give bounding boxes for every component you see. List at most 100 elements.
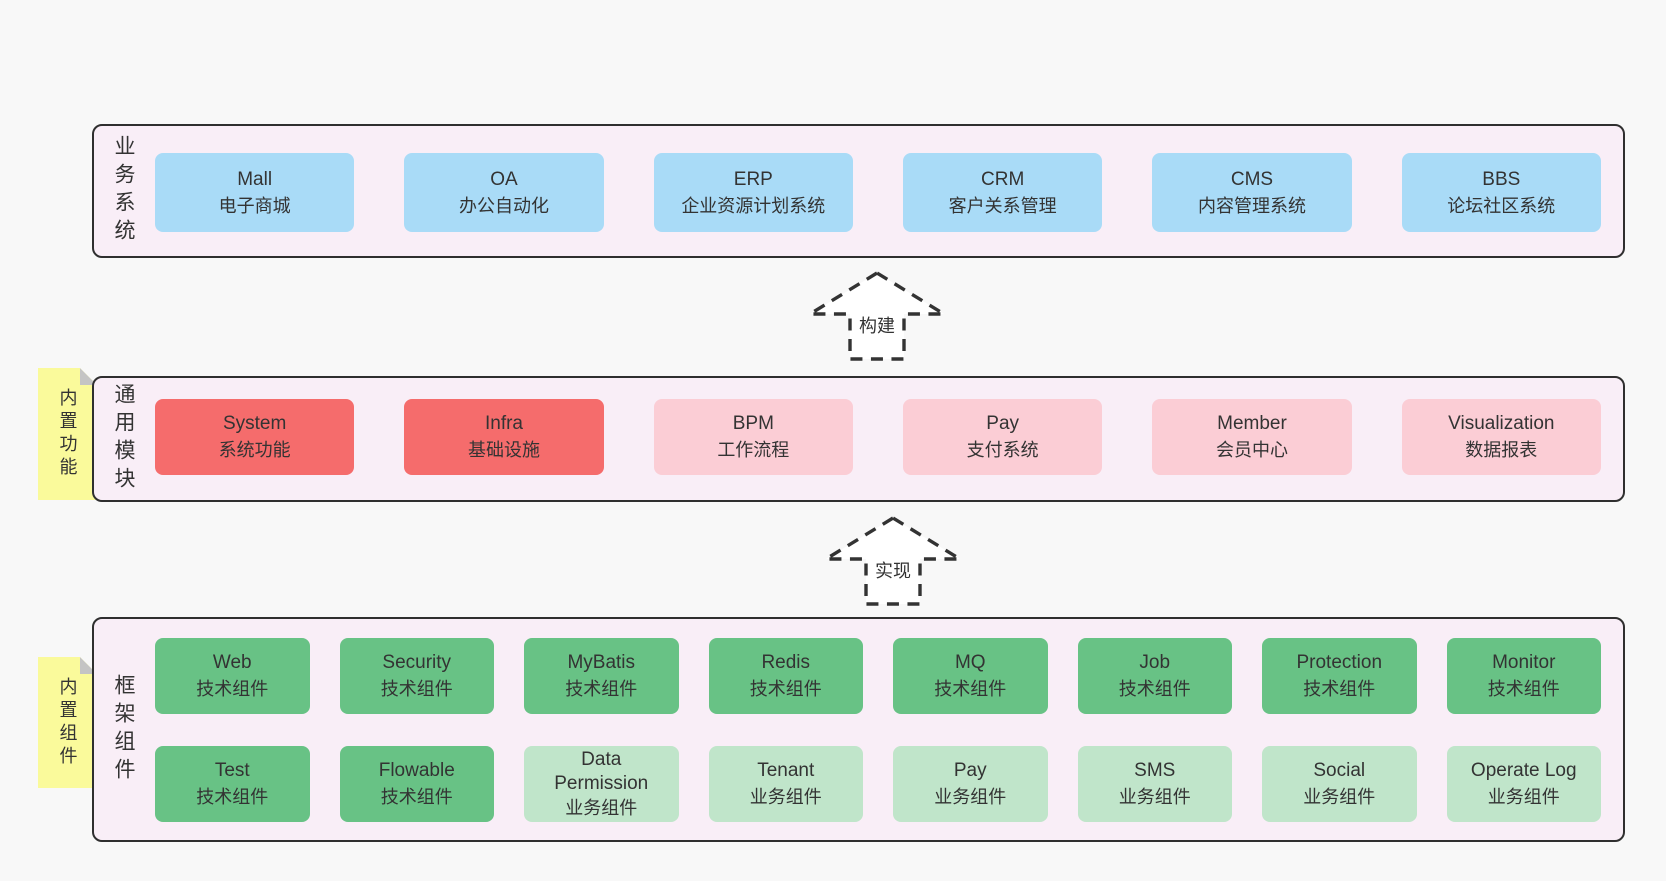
box-title: Pay xyxy=(986,413,1020,434)
panel-business-systems: 业务系统 Mall 电子商城 OA 办公自动化 ERP 企业资源计划系统 CRM… xyxy=(92,124,1625,258)
box-title: Social xyxy=(1313,760,1366,781)
box-subtitle: 电子商城 xyxy=(218,195,291,216)
box-title: SMS xyxy=(1134,760,1176,781)
box-title: OA xyxy=(490,168,518,190)
panel-vertical-label: 业务系统 xyxy=(112,135,135,247)
box-subtitle: 客户关系管理 xyxy=(948,195,1057,216)
box-redis: Redis 技术组件 xyxy=(708,638,863,714)
box-subtitle: 业务组件 xyxy=(1118,787,1191,807)
modules-box-row: System 系统功能 Infra 基础设施 BPM 工作流程 Pay 支付系统… xyxy=(155,399,1601,475)
box-mall: Mall 电子商城 xyxy=(155,153,355,232)
box-protection: Protection 技术组件 xyxy=(1262,638,1417,714)
box-subtitle: 技术组件 xyxy=(749,679,822,699)
box-subtitle: 办公自动化 xyxy=(458,195,549,216)
box-sms: SMS 业务组件 xyxy=(1077,746,1232,822)
box-subtitle: 技术组件 xyxy=(196,679,269,699)
box-bbs: BBS 论坛社区系统 xyxy=(1401,153,1601,232)
box-subtitle: 技术组件 xyxy=(1118,679,1191,699)
box-data-permission: Data Permission 业务组件 xyxy=(524,746,679,822)
box-operate-log: Operate Log 业务组件 xyxy=(1446,746,1601,822)
arrow-label-implement: 实现 xyxy=(875,561,911,581)
box-subtitle: 系统功能 xyxy=(218,440,291,460)
box-mq: MQ 技术组件 xyxy=(893,638,1048,714)
box-title: Monitor xyxy=(1492,652,1556,673)
box-oa: OA 办公自动化 xyxy=(404,153,604,232)
box-title: Security xyxy=(382,652,452,673)
sticky-tag-label: 内置功能 xyxy=(57,388,78,480)
sticky-tag-built-in-features: 内置功能 xyxy=(38,368,97,500)
box-subtitle: 论坛社区系统 xyxy=(1447,195,1556,216)
box-title: Web xyxy=(212,652,252,673)
box-title: System xyxy=(222,413,287,434)
panel-common-modules: 通用模块 System 系统功能 Infra 基础设施 BPM 工作流程 Pay… xyxy=(92,376,1625,502)
box-title: CMS xyxy=(1230,168,1274,190)
box-subtitle: 技术组件 xyxy=(934,679,1007,699)
box-subtitle: 业务组件 xyxy=(565,798,638,818)
box-subtitle: 业务组件 xyxy=(934,787,1007,807)
box-security: Security 技术组件 xyxy=(339,638,494,714)
box-flowable: Flowable 技术组件 xyxy=(339,746,494,822)
box-infra: Infra 基础设施 xyxy=(404,399,604,475)
box-test: Test 技术组件 xyxy=(155,746,310,822)
box-subtitle: 业务组件 xyxy=(749,787,822,807)
box-title: Operate Log xyxy=(1470,760,1577,781)
box-title: Member xyxy=(1217,413,1287,434)
box-title: Pay xyxy=(953,760,987,781)
box-subtitle: 支付系统 xyxy=(966,440,1039,460)
box-subtitle: 工作流程 xyxy=(717,440,790,460)
box-title: Mall xyxy=(237,168,273,190)
box-title: BPM xyxy=(732,413,774,434)
box-title: Protection xyxy=(1296,652,1383,673)
box-title: MQ xyxy=(954,652,986,673)
box-subtitle: 技术组件 xyxy=(380,679,453,699)
box-subtitle: 技术组件 xyxy=(1303,679,1376,699)
box-title: Tenant xyxy=(757,760,815,781)
arrow-up-build-icon xyxy=(807,271,947,361)
business-box-row: Mall 电子商城 OA 办公自动化 ERP 企业资源计划系统 CRM 客户关系… xyxy=(155,153,1601,232)
box-title: Data Permission xyxy=(554,749,649,794)
box-subtitle: 内容管理系统 xyxy=(1197,195,1306,216)
box-title: Infra xyxy=(484,413,523,434)
box-title: CRM xyxy=(981,168,1025,190)
box-subtitle: 技术组件 xyxy=(196,787,269,807)
box-subtitle: 技术组件 xyxy=(565,679,638,699)
box-pay-biz: Pay 业务组件 xyxy=(893,746,1048,822)
panel-vertical-label: 通用模块 xyxy=(112,383,135,495)
box-subtitle: 企业资源计划系统 xyxy=(681,195,826,216)
box-web: Web 技术组件 xyxy=(155,638,310,714)
box-cms: CMS 内容管理系统 xyxy=(1152,153,1352,232)
box-title: MyBatis xyxy=(567,652,636,673)
box-subtitle: 业务组件 xyxy=(1303,787,1376,807)
box-subtitle: 技术组件 xyxy=(380,787,453,807)
box-monitor: Monitor 技术组件 xyxy=(1446,638,1601,714)
box-job: Job 技术组件 xyxy=(1077,638,1232,714)
arrow-label-build: 构建 xyxy=(859,316,895,336)
box-title: Job xyxy=(1139,652,1171,673)
box-pay: Pay 支付系统 xyxy=(902,399,1103,475)
box-subtitle: 数据报表 xyxy=(1465,440,1538,460)
box-title: Visualization xyxy=(1448,413,1555,434)
box-title: Test xyxy=(214,760,250,781)
panel-framework-components: 框架组件 Web 技术组件 Security 技术组件 MyBatis 技术组件… xyxy=(92,617,1625,842)
sticky-tag-label: 内置组件 xyxy=(57,676,78,769)
box-bpm: BPM 工作流程 xyxy=(653,399,853,475)
box-social: Social 业务组件 xyxy=(1262,746,1417,822)
box-title: Redis xyxy=(761,652,811,673)
box-subtitle: 会员中心 xyxy=(1215,440,1288,460)
box-system: System 系统功能 xyxy=(155,399,355,475)
box-tenant: Tenant 业务组件 xyxy=(708,746,863,822)
box-mybatis: MyBatis 技术组件 xyxy=(524,638,679,714)
box-title: Flowable xyxy=(378,760,455,781)
arrow-up-implement-icon xyxy=(823,516,963,606)
box-title: BBS xyxy=(1482,168,1521,190)
box-subtitle: 技术组件 xyxy=(1487,679,1560,699)
components-box-row-2: Test 技术组件 Flowable 技术组件 Data Permission … xyxy=(155,746,1601,822)
box-erp: ERP 企业资源计划系统 xyxy=(653,153,853,232)
box-title: ERP xyxy=(733,168,773,190)
box-member: Member 会员中心 xyxy=(1152,399,1352,475)
panel-vertical-label: 框架组件 xyxy=(112,673,135,786)
box-subtitle: 基础设施 xyxy=(467,440,540,460)
box-subtitle: 业务组件 xyxy=(1487,787,1560,807)
box-visualization: Visualization 数据报表 xyxy=(1401,399,1601,475)
